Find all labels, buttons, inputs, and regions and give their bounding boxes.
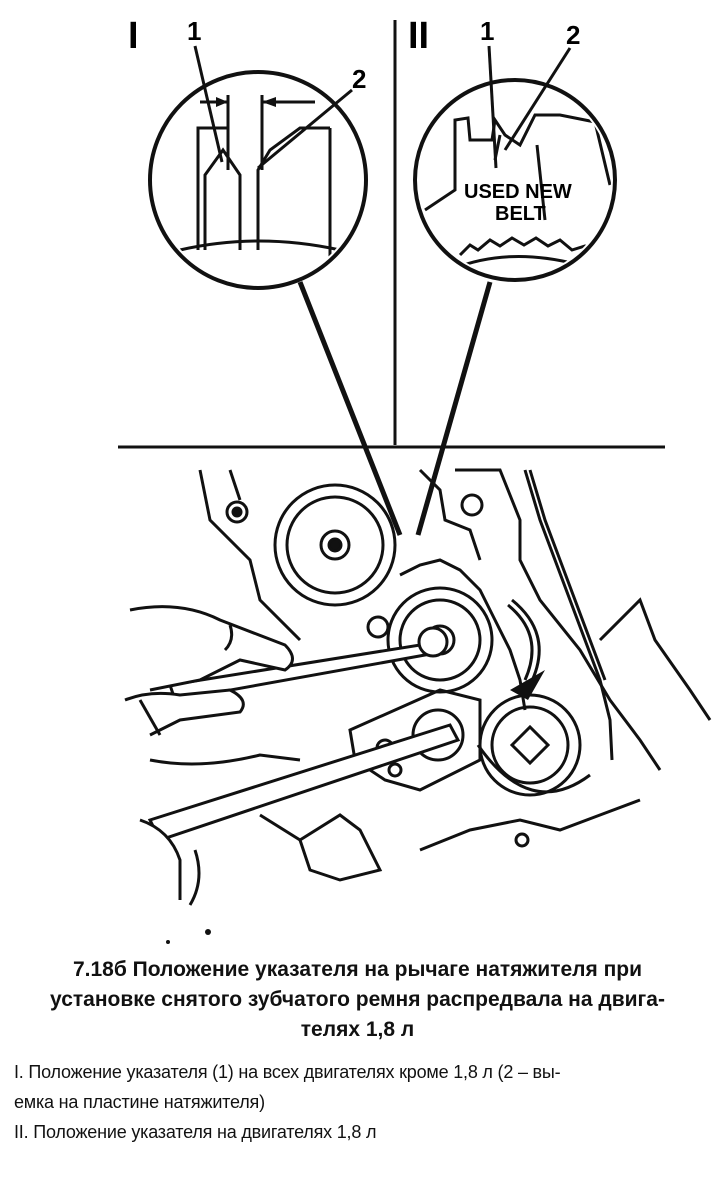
- engine-mechanism: [198, 468, 712, 882]
- caption-note-I: I. Положение указателя (1) на всех двига…: [14, 1057, 704, 1117]
- panel-I-leader-2: [257, 88, 353, 170]
- panel-II-label: II: [408, 15, 429, 57]
- caption-title-line: телях 1,8 л: [300, 1018, 415, 1041]
- wrench-tool: [147, 626, 461, 842]
- panel-II-callout-2: 2: [566, 20, 580, 50]
- detail-circle-I: [148, 70, 368, 290]
- zoom-leader-II: [415, 281, 493, 536]
- figure-caption-title: 7.18б Положение указателя на рычаге натя…: [20, 955, 695, 1045]
- panel-I-callout-1: 1: [187, 16, 201, 46]
- detail-text-belt: BELT: [495, 203, 546, 225]
- zoom-leader-I: [297, 281, 403, 536]
- panel-II-leader-2: [503, 47, 572, 151]
- panel-I-callout-2: 2: [352, 64, 366, 94]
- speck: [166, 940, 170, 944]
- caption-note-II: II. Положение указателя на двигателях 1,…: [14, 1122, 377, 1142]
- rotation-arrow-head: [510, 670, 545, 700]
- tensioner-diagram: I II 1 2: [118, 15, 712, 944]
- panel-I-label: I: [128, 15, 139, 57]
- panel-II-callout-1: 1: [480, 16, 494, 46]
- detail-text-used-new: USED NEW: [464, 181, 572, 203]
- speck: [205, 929, 211, 935]
- panel-II-leader-1: [487, 45, 498, 169]
- caption-note-line: емка на пластине натяжителя): [14, 1092, 265, 1112]
- detail-circle-II: [413, 78, 617, 282]
- panel-I-leader-1: [193, 45, 224, 163]
- caption-title-line: установке снятого зубчатого ремня распре…: [50, 988, 665, 1011]
- hands: [124, 605, 301, 906]
- caption-note-line: I. Положение указателя (1) на всех двига…: [14, 1062, 561, 1082]
- caption-title-line: 7.18б Положение указателя на рычаге натя…: [72, 958, 643, 981]
